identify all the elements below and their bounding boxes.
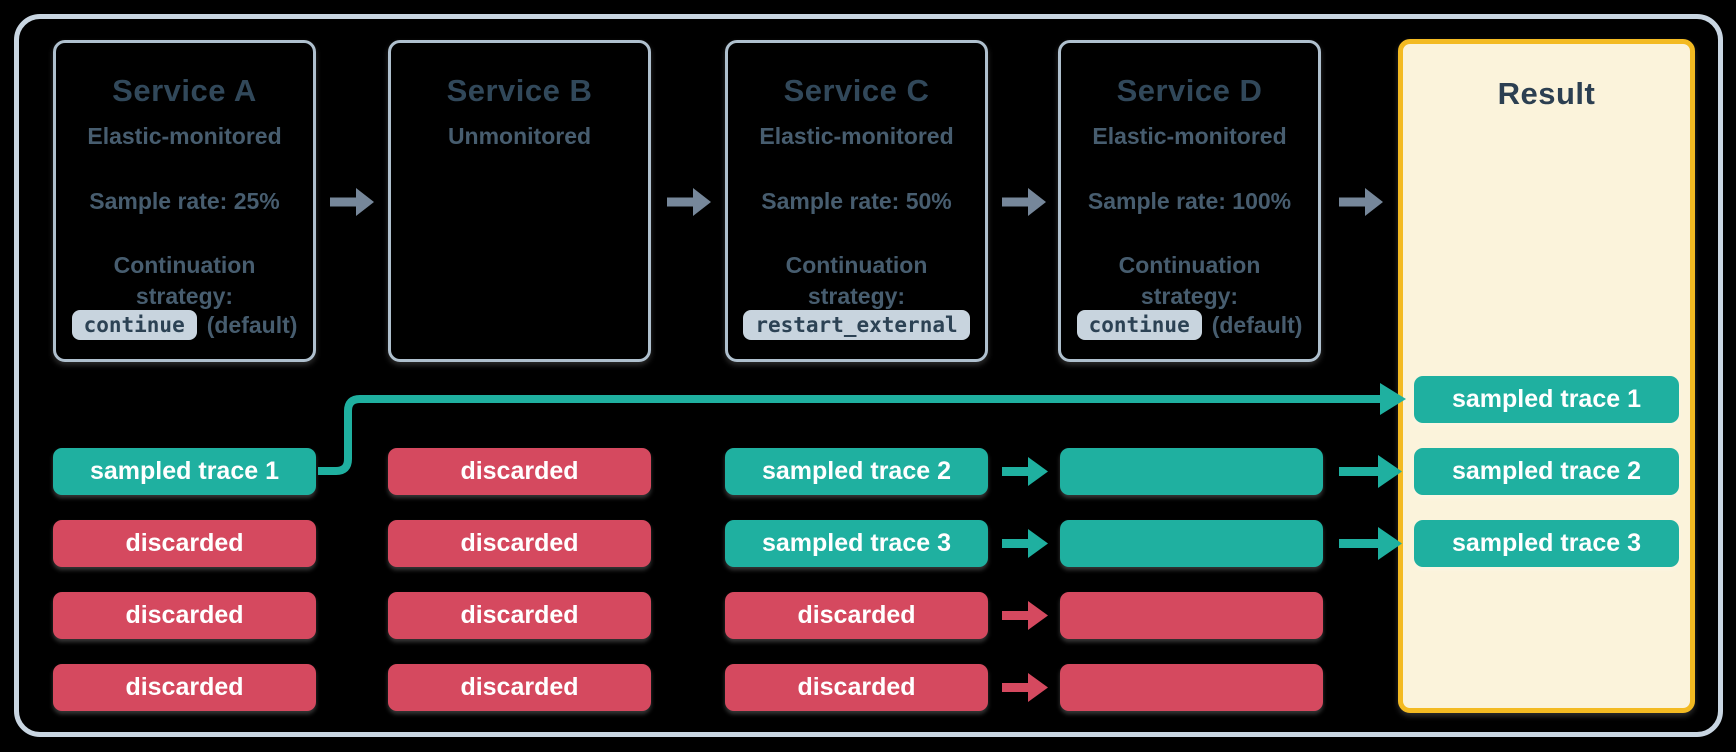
result-title: Result	[1497, 76, 1596, 111]
service-a-strategy-code-chip: continue	[71, 310, 197, 340]
trace-pill-a2: discarded	[53, 520, 316, 567]
service-a-strategy-row: continue (default)	[56, 310, 313, 340]
service-d-strategy-label: strategy:	[1140, 283, 1239, 309]
service-a-title: Service A	[112, 73, 257, 108]
trace-pill-a1: sampled trace 1	[53, 448, 316, 495]
service-a-sample-rate: Sample rate: 25%	[89, 188, 280, 214]
service-c-strategy-row: restart_external	[728, 310, 985, 340]
result-pill-2: sampled trace 2	[1414, 448, 1679, 495]
trace-pill-b2: discarded	[388, 520, 651, 567]
diagram-outer-frame	[14, 14, 1723, 737]
service-a-continuation-label: Continuation	[113, 252, 256, 278]
service-box-d: Service D Elastic-monitored Sample rate:…	[1058, 40, 1321, 362]
service-d-title: Service D	[1116, 73, 1263, 108]
service-c-sample-rate: Sample rate: 50%	[761, 188, 952, 214]
trace-pill-d2	[1060, 520, 1323, 567]
trace-pill-b3: discarded	[388, 592, 651, 639]
trace-pill-c1: sampled trace 2	[725, 448, 988, 495]
service-d-continuation-label: Continuation	[1118, 252, 1261, 278]
trace-pill-c4: discarded	[725, 664, 988, 711]
service-c-continuation-label: Continuation	[785, 252, 928, 278]
service-c-strategy-code-chip: restart_external	[743, 310, 970, 340]
service-d-strategy-code-chip: continue	[1076, 310, 1202, 340]
trace-pill-c3: discarded	[725, 592, 988, 639]
trace-pill-b4: discarded	[388, 664, 651, 711]
service-d-strategy-row: continue (default)	[1061, 310, 1318, 340]
trace-pill-d3	[1060, 592, 1323, 639]
trace-pill-c2: sampled trace 3	[725, 520, 988, 567]
service-box-c: Service C Elastic-monitored Sample rate:…	[725, 40, 988, 362]
service-a-monitoring: Elastic-monitored	[87, 123, 282, 149]
result-pill-1: sampled trace 1	[1414, 376, 1679, 423]
service-b-title: Service B	[446, 73, 593, 108]
service-b-monitoring: Unmonitored	[447, 123, 592, 149]
service-box-a: Service A Elastic-monitored Sample rate:…	[53, 40, 316, 362]
service-c-title: Service C	[783, 73, 930, 108]
service-box-b: Service B Unmonitored	[388, 40, 651, 362]
trace-pill-d1	[1060, 448, 1323, 495]
service-d-monitoring: Elastic-monitored	[1092, 123, 1287, 149]
service-a-strategy-label: strategy:	[135, 283, 234, 309]
trace-pill-d4	[1060, 664, 1323, 711]
trace-pill-b1: discarded	[388, 448, 651, 495]
result-pill-3: sampled trace 3	[1414, 520, 1679, 567]
trace-pill-a3: discarded	[53, 592, 316, 639]
service-d-sample-rate: Sample rate: 100%	[1087, 188, 1292, 214]
service-c-monitoring: Elastic-monitored	[759, 123, 954, 149]
service-c-strategy-label: strategy:	[807, 283, 906, 309]
trace-pill-a4: discarded	[53, 664, 316, 711]
service-a-strategy-note: (default)	[206, 311, 298, 338]
service-d-strategy-note: (default)	[1211, 311, 1303, 338]
